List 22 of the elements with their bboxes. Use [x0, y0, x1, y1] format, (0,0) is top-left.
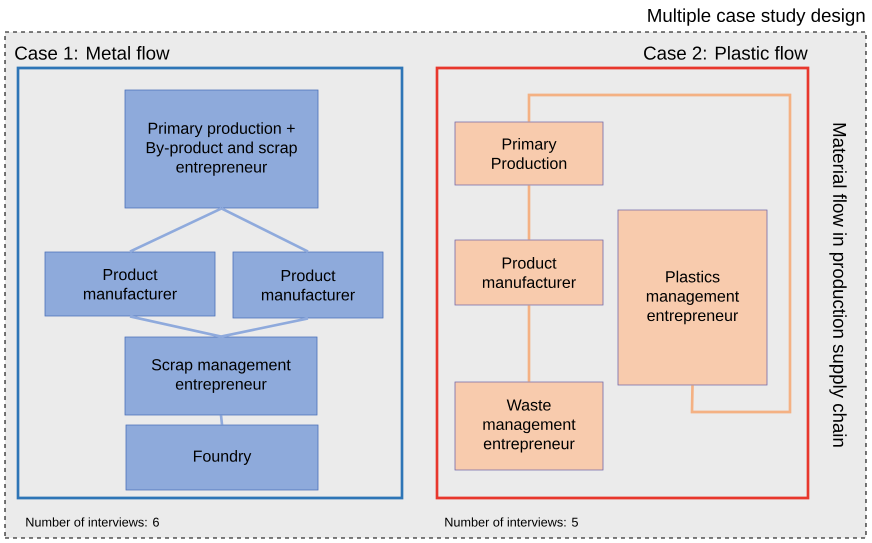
actor-box: Scrap management entrepreneur [124, 336, 318, 416]
interview-count: Number of interviews: 6 [26, 517, 159, 527]
interview-count: Number of interviews: 5 [445, 517, 578, 527]
case-heading: Case 2: Plastic flow [644, 46, 808, 60]
connector-line [130, 315, 222, 338]
actor-box: Primary production + By-product and scrap entrepreneur [124, 90, 318, 208]
actor-box: Foundry [126, 424, 318, 490]
case-heading: Case 1: Metal flow [15, 46, 170, 60]
connector-line [129, 207, 222, 253]
actor-box: Plastics management entrepreneur [618, 210, 768, 386]
actor-box: Product manufacturer [454, 240, 604, 306]
connector-line [220, 207, 309, 253]
frame-heading: Multiple case study design [648, 8, 864, 26]
connector-line [528, 305, 530, 382]
actor-box: Waste management entrepreneur [454, 382, 604, 470]
connector-line [220, 415, 224, 425]
connector-line [528, 94, 792, 414]
side-label: Material flow in production supply chain [829, 124, 847, 447]
actor-box: Product manufacturer [44, 252, 216, 316]
actor-box: Primary Production [454, 122, 604, 186]
connector-line [528, 185, 530, 240]
actor-box: Product manufacturer [232, 252, 384, 318]
